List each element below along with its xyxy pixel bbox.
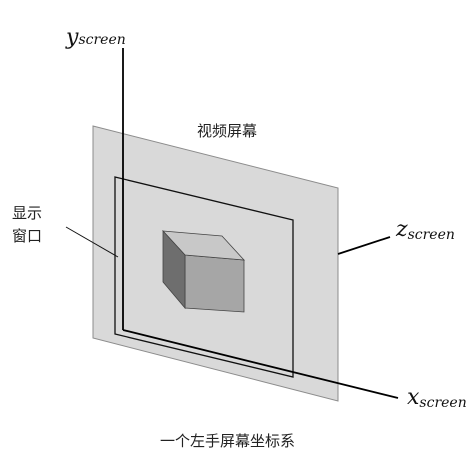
figure-caption: 一个左手屏幕坐标系 — [160, 432, 295, 450]
cube-side-face — [162, 229, 186, 310]
cube-front-face — [184, 254, 245, 313]
z-axis-label: zscreen — [395, 217, 455, 243]
x-axis-label: xscreen — [407, 385, 467, 411]
display-window-label-line2: 窗口 — [12, 227, 42, 245]
y-axis-label: yscreen — [65, 25, 126, 50]
cube — [162, 229, 245, 313]
display-window-label-line1: 显示 — [12, 204, 42, 222]
x-axis-line — [122, 329, 399, 399]
z-axis-line — [337, 236, 391, 255]
display-window-leader-line — [65, 226, 119, 258]
video-screen-label: 视频屏幕 — [197, 122, 257, 140]
display-window-frame — [114, 176, 294, 378]
